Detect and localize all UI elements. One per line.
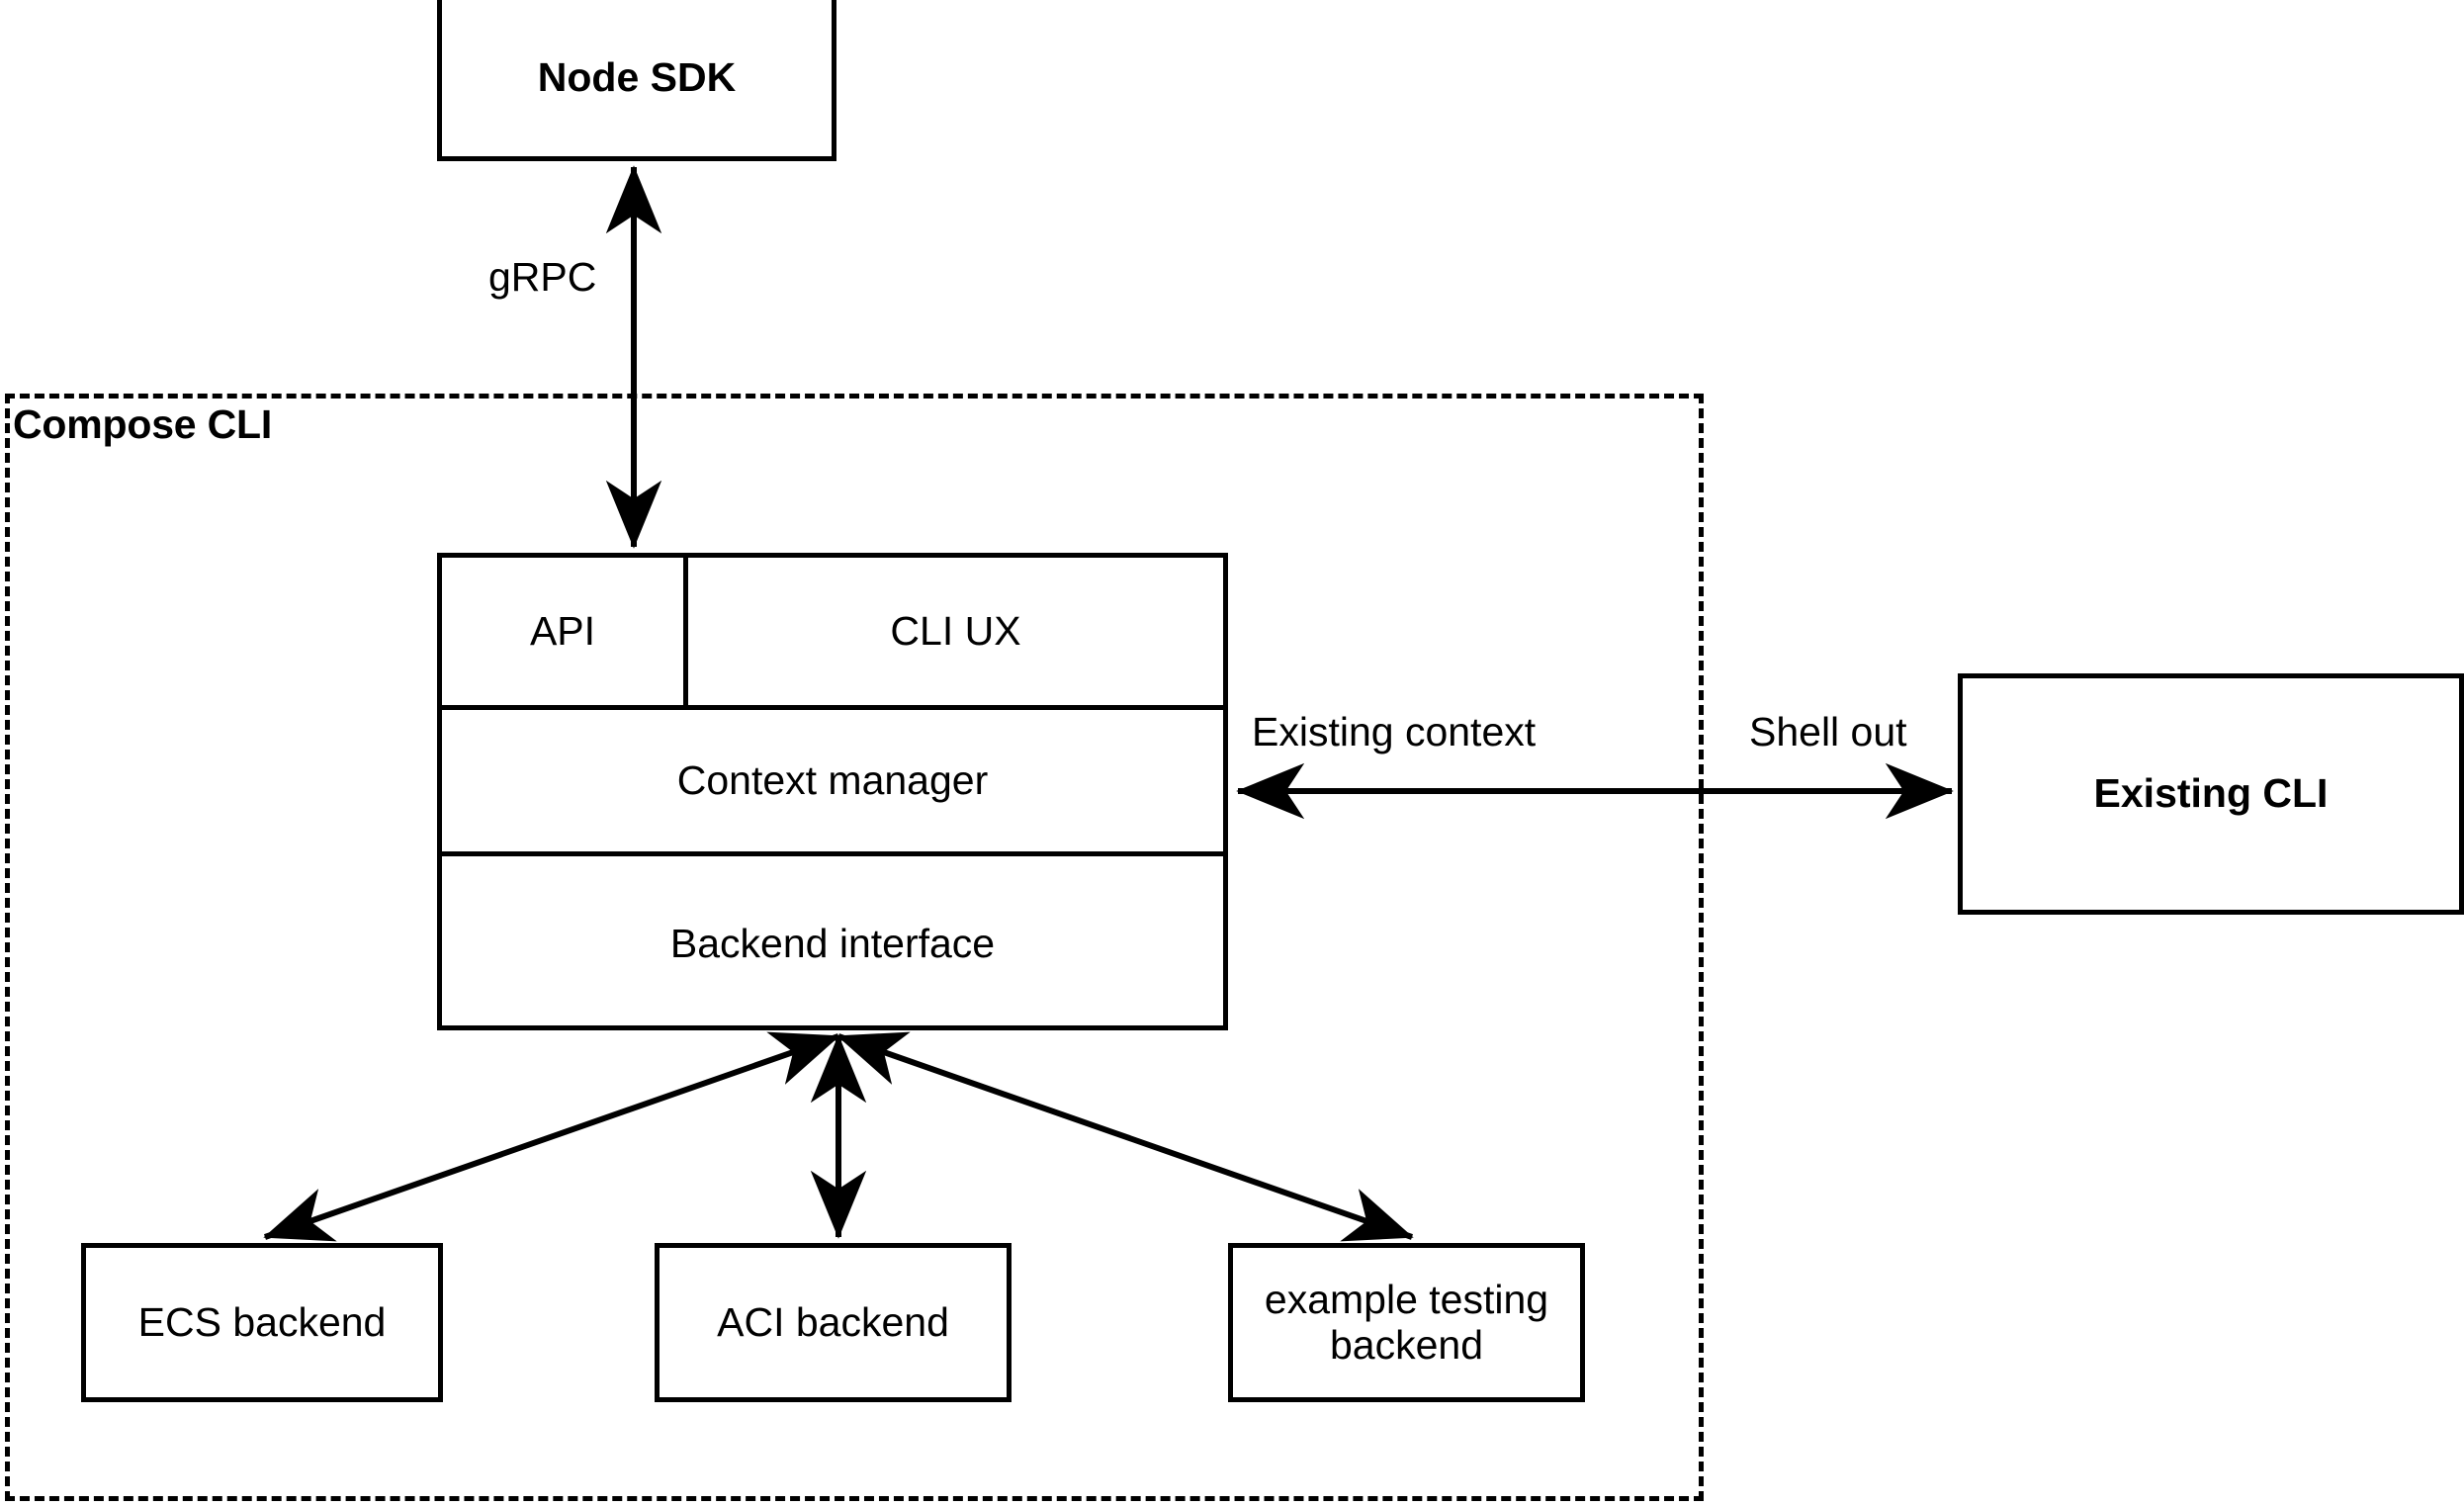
node-context-manager[interactable]: Context manager [442,710,1223,856]
compose-cli-group-boundary [5,394,1704,1501]
node-example-testing-backend-label: example testing backend [1264,1276,1549,1368]
node-backend-interface-label: Backend interface [669,920,996,966]
stack-row-api-cliux: API CLI UX [442,558,1223,710]
node-node-sdk-label: Node SDK [537,54,737,101]
edge-label-existing-context: Existing context [1248,709,1540,755]
node-example-testing-backend[interactable]: example testing backend [1228,1243,1585,1402]
node-ecs-backend-label: ECS backend [137,1298,387,1345]
node-node-sdk[interactable]: Node SDK [437,0,836,161]
node-context-manager-label: Context manager [676,757,989,803]
compose-cli-group-label: Compose CLI [13,401,273,447]
node-api[interactable]: API [442,558,688,705]
compose-cli-core-stack: API CLI UX Context manager Backend inter… [437,553,1228,1030]
node-aci-backend-label: ACI backend [717,1298,949,1345]
node-existing-cli[interactable]: Existing CLI [1958,673,2464,915]
node-cli-ux[interactable]: CLI UX [688,558,1223,705]
node-cli-ux-label: CLI UX [890,608,1021,654]
node-backend-interface[interactable]: Backend interface [442,856,1223,1030]
node-existing-cli-label: Existing CLI [2093,770,2329,817]
node-api-label: API [529,608,596,654]
edge-label-shell-out: Shell out [1745,709,1911,755]
edge-label-grpc: gRPC [484,254,601,301]
node-aci-backend[interactable]: ACI backend [655,1243,1012,1402]
node-ecs-backend[interactable]: ECS backend [81,1243,443,1402]
